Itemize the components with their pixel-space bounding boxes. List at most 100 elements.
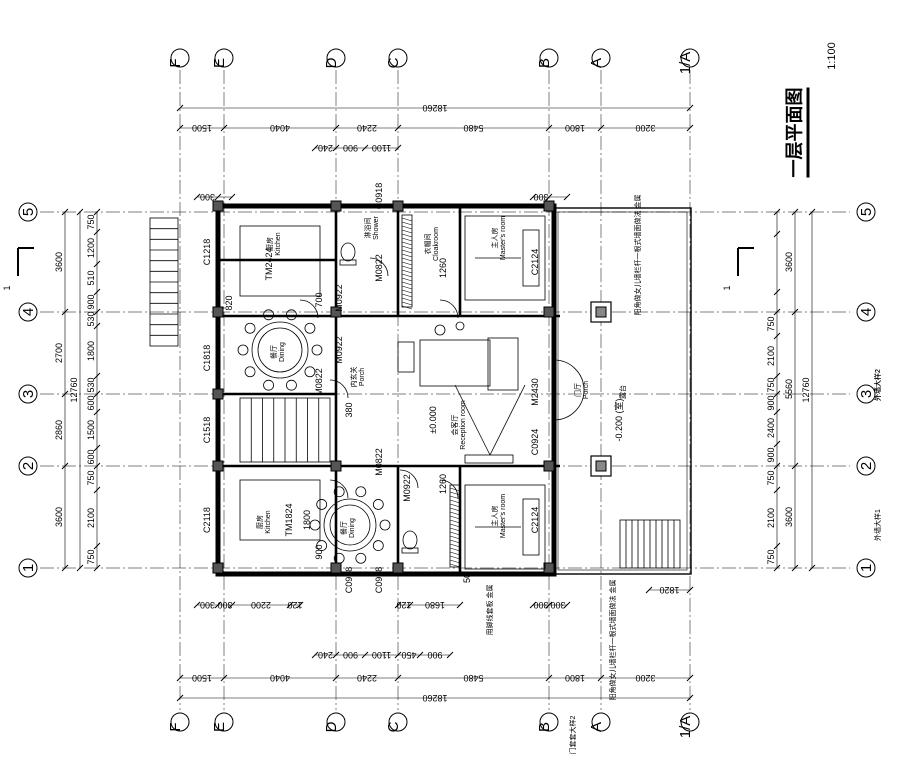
dim-bottom-left-text: 300 (200, 600, 215, 610)
dim-left-sub-text: 1800 (86, 341, 96, 361)
wardrobe-hatch (449, 527, 461, 532)
tag-w1260_top: 1260 (438, 258, 448, 278)
dim-left-spans-tick (61, 564, 69, 572)
dim-right-sub-text: 900 (766, 447, 776, 462)
column-13 (543, 306, 555, 318)
tag-M2430: M2430 (530, 378, 540, 406)
dim-right-sub-tick (773, 486, 781, 494)
axis-label-3: 3 (858, 390, 875, 398)
dim-left-sub-text: 750 (86, 214, 96, 229)
wardrobe-hatch (449, 551, 461, 556)
dim-left-sub-text: 600 (86, 395, 96, 410)
room-cloak-en: Cloakroom (433, 227, 440, 261)
axis-bubble-C (388, 712, 408, 732)
terrace-inner-outline (557, 211, 688, 571)
dining-chair (237, 344, 249, 356)
dim-bottom-sub-tick (394, 651, 402, 659)
dim-left-sub-tick (93, 564, 101, 572)
axis-label-1: 1 (20, 564, 37, 572)
tv-cabinet (464, 454, 514, 464)
dim-bottom-sub-text: 450 (401, 650, 416, 660)
dim-right-sub-text: 750 (766, 377, 776, 392)
wardrobe-hatch (401, 217, 413, 222)
dim-top-total-tick (176, 104, 184, 112)
dining-chair (244, 322, 256, 334)
axis-label-5: 5 (858, 208, 875, 216)
bed-pillow-0 (522, 229, 540, 287)
axis-bubble-5 (856, 202, 876, 222)
room-shower-zh: 淋浴间 (363, 218, 372, 239)
bed-pillow-1 (522, 498, 540, 556)
dining-chair (244, 366, 256, 378)
dim-left-total-text: 12760 (69, 377, 79, 402)
dim-bottom-spans-text: 3200 (635, 673, 655, 683)
dim-top-sub-tick (311, 144, 319, 152)
dim-top-spans-tick (176, 124, 184, 132)
dining-chair (355, 552, 367, 564)
dining-chair (372, 499, 384, 510)
wardrobe-hatch (449, 543, 461, 548)
column-4 (212, 306, 224, 318)
room-dining-bottom-zh: 餐厅 (339, 521, 348, 535)
wardrobe-hatch (401, 277, 413, 282)
dim-left-spans-tick (61, 390, 69, 398)
dim-bottom-spans-text: 4040 (270, 673, 290, 683)
dim-bottom-total-tick (176, 694, 184, 702)
dining-chair (379, 519, 391, 531)
note-note_a: 阳角做女儿墙栏杆一根式墙面做法 金属 (633, 195, 642, 316)
dim-left-sub-text: 750 (86, 549, 96, 564)
dim-right-sub-tick (773, 440, 781, 448)
dim-top-spans-tick (332, 124, 340, 132)
dim-bottom-sub-tick (416, 651, 424, 659)
dining-chair (311, 344, 323, 356)
wardrobe-hatch (401, 265, 413, 270)
dim-bottom-sub-text: 240 (318, 650, 333, 660)
room-porch-inner-en: Porch (359, 368, 366, 386)
dining-chair (333, 486, 345, 498)
dining-chair (304, 322, 316, 334)
dim-top-offset-right-tick (563, 193, 571, 201)
dim-top-sub-tick (332, 144, 340, 152)
dim-bottom-sub-tick (332, 651, 340, 659)
dim-top-spans-tick (686, 124, 694, 132)
lamp (455, 321, 465, 331)
axis-bubble-1 (856, 558, 876, 578)
dim-bottom-spans-tick (545, 674, 553, 682)
axis-label-F: F (167, 58, 184, 67)
column-11 (392, 562, 404, 574)
dim-bottom-right-tick (545, 601, 553, 609)
wardrobe-hatch (401, 285, 413, 290)
axis-bubble-B (539, 712, 559, 732)
dim-bottom-spans-tick (332, 674, 340, 682)
axis-bubble-2 (856, 456, 876, 476)
dim-bottom-spans-tick (686, 674, 694, 682)
dim-bottom-terrace-text: 1820 (659, 585, 679, 595)
dim-bottom-spans-tick (394, 674, 402, 682)
drawing-title-block: 一层平面图 1:100 (760, 42, 860, 190)
door-swing-6 (439, 479, 459, 499)
wardrobe-hatch (401, 261, 413, 266)
dim-bottom-total-tick (686, 694, 694, 702)
dim-bottom-terrace-tick (686, 586, 694, 594)
dim-bottom-spans-text: 1500 (192, 673, 212, 683)
wardrobe-hatch (401, 305, 413, 310)
dim-right-sub-tick (773, 390, 781, 398)
wardrobe-1 (449, 484, 461, 568)
dim-bottom-mid-text: 120 (396, 600, 411, 610)
tag-w900: 900 (314, 544, 324, 559)
column-8 (330, 460, 342, 472)
tag-C1518: C1518 (202, 417, 212, 444)
tag-M0822_a: M0822 (374, 254, 384, 282)
wardrobe-hatch (401, 289, 413, 294)
wardrobe-hatch (401, 293, 413, 298)
room-reception-en: Reception room (460, 400, 467, 450)
dim-left-sub-tick (93, 372, 101, 380)
dim-bottom-left-text: 2200 (251, 600, 271, 610)
dim-top-spans-text: 3200 (635, 123, 655, 133)
dim-bottom-right-tick (563, 601, 571, 609)
dim-top-spans-tick (545, 124, 553, 132)
room-porch-door-zh: 门厅 (573, 383, 582, 397)
dim-bottom-spans-text: 1800 (565, 673, 585, 683)
dim-bottom-terrace-tick (645, 586, 653, 594)
toilet-tank-1 (401, 547, 419, 554)
